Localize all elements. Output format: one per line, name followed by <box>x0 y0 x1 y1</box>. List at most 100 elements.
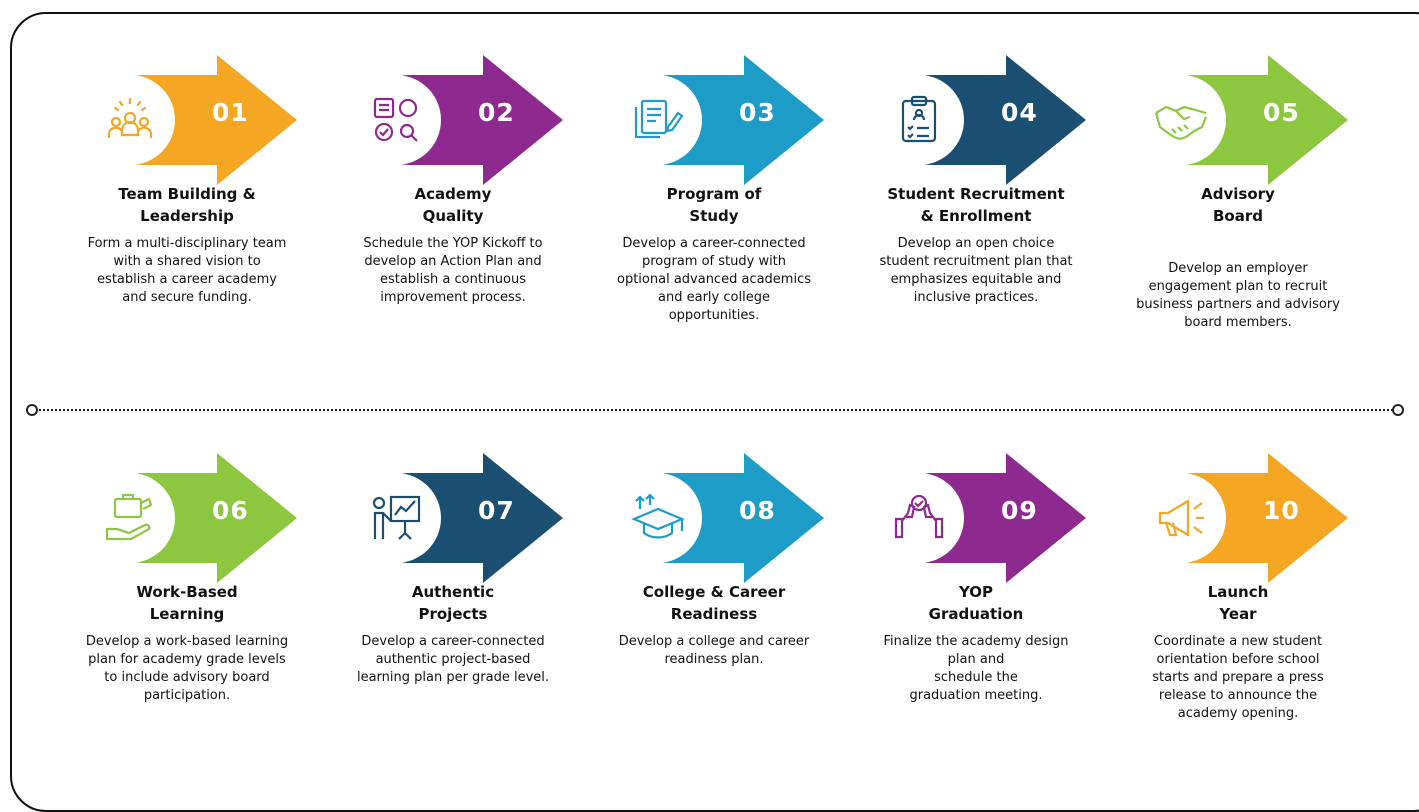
step-icon-circle <box>612 75 702 165</box>
step-title-line: Projects <box>418 605 488 623</box>
step-description: Schedule the YOP Kickoff to develop an Ac… <box>343 235 563 307</box>
step-description-line: authentic project-based <box>375 652 531 667</box>
step-description-line: Coordinate a new student <box>1153 634 1323 649</box>
step-title-line: Readiness <box>670 605 758 623</box>
step-description-line: Develop a career-connected <box>622 236 806 251</box>
step-description-line: Form a multi-disciplinary team <box>87 236 287 251</box>
step-description-line: opportunities. <box>668 308 760 323</box>
step-description-line: participation. <box>143 688 231 703</box>
step-description-line: starts and prepare a press <box>1152 670 1324 685</box>
step-title-line: Board <box>1213 207 1263 225</box>
step-number: 03 <box>739 98 776 127</box>
step-description: Develop a career-connected authentic proj… <box>343 633 563 687</box>
step-icon-circle <box>351 75 441 165</box>
step-title-line: Advisory <box>1201 185 1275 203</box>
step-description-line: graduation meeting. <box>909 688 1043 703</box>
step-icon-circle <box>1136 473 1226 563</box>
step-description-line: Finalize the academy design <box>883 634 1069 649</box>
step-description: Finalize the academy design plan and sched… <box>866 633 1086 705</box>
step-title-line: Work-Based <box>136 583 238 601</box>
step-description-line: and secure funding. <box>122 290 252 305</box>
timeline-divider <box>30 409 1401 411</box>
step-number: 09 <box>1001 496 1038 525</box>
step-description: Develop an employer engagement plan to re… <box>1128 260 1348 332</box>
steps-container: 01 Team Building & Leadership Form a mult… <box>77 55 1348 723</box>
step-number: 08 <box>739 496 776 525</box>
graduation-cap-icon <box>631 493 685 539</box>
step-icon-circle <box>85 473 175 563</box>
step-description: Develop a career-connected program of stu… <box>604 235 824 325</box>
step-description: Develop a work-based learning plan for ac… <box>77 633 297 705</box>
step-description-line: release to announce the <box>1158 688 1318 703</box>
step-title-line: YOP <box>958 583 994 601</box>
clipboard-icon <box>901 95 937 143</box>
step-description-line: Develop a work-based learning <box>85 634 289 649</box>
step-number: 01 <box>212 98 249 127</box>
step-icon-circle <box>612 473 702 563</box>
step-description-line: Develop a college and career <box>618 634 810 649</box>
thumbs-up-icon <box>894 494 944 539</box>
step-description-line: engagement plan to recruit <box>1148 279 1328 294</box>
step-number: 05 <box>1263 98 1300 127</box>
step-title-line: Quality <box>422 207 484 225</box>
step-description-line: Develop an open choice <box>897 236 1055 251</box>
step-icon-circle <box>351 473 441 563</box>
step-title-line: Leadership <box>140 207 234 225</box>
step-description-line: establish a career academy <box>97 272 277 287</box>
step-description: Develop a college and career readiness pl… <box>604 633 824 669</box>
step-number: 06 <box>212 496 249 525</box>
step-description-line: plan for academy grade levels <box>88 652 286 667</box>
step-number: 02 <box>478 98 515 127</box>
step-number: 10 <box>1263 496 1300 525</box>
step-description-line: emphasizes equitable and <box>890 272 1062 287</box>
timeline-start-dot <box>26 404 38 416</box>
step-description-line: business partners and advisory <box>1136 297 1340 312</box>
step-description-line: develop an Action Plan and <box>364 254 542 269</box>
step-title: Team Building & Leadership <box>77 183 297 227</box>
step-description-line: schedule the <box>934 670 1018 685</box>
step-icon-circle <box>874 473 964 563</box>
step-title-line: Launch <box>1207 583 1269 601</box>
step-title-line: Program of <box>666 185 762 203</box>
step-title-line: Academy <box>414 185 492 203</box>
step-description-line: Develop a career-connected <box>361 634 545 649</box>
step-description-line: academy opening. <box>1177 706 1299 721</box>
step-title-line: Graduation <box>928 605 1024 623</box>
step-description-line: with a shared vision to <box>113 254 261 269</box>
step-description-line: improvement process. <box>380 290 526 305</box>
step-description-line: program of study with <box>641 254 787 269</box>
megaphone-icon <box>1158 499 1204 537</box>
step-description-line: to include advisory board <box>104 670 270 685</box>
step-icon-circle <box>85 75 175 165</box>
step-description-line: inclusive practices. <box>913 290 1039 305</box>
step-number: 04 <box>1001 98 1038 127</box>
step-description-line: readiness plan. <box>664 652 764 667</box>
step-description: Form a multi-disciplinary team with a sha… <box>77 235 297 307</box>
step-number: 07 <box>478 496 515 525</box>
step-description-line: optional advanced academics <box>617 272 811 287</box>
handshake-icon <box>1154 105 1208 141</box>
step-description-line: learning plan per grade level. <box>356 670 550 685</box>
step-title-line: Team Building & <box>118 185 256 203</box>
step-description-line: board members. <box>1184 315 1292 330</box>
quality-icon <box>373 97 418 142</box>
briefcase-hand-icon <box>105 493 153 541</box>
step-title: YOP Graduation <box>866 581 1086 625</box>
presentation-icon <box>372 495 421 540</box>
step-title: Student Recruitment& Enrollment <box>866 183 1086 227</box>
step-description-line: plan and <box>947 652 1005 667</box>
step-description-line: and early college <box>658 290 770 305</box>
step-description-line: Schedule the YOP Kickoff to <box>363 236 543 251</box>
step-description-line: Develop an employer <box>1168 261 1308 276</box>
timeline-end-dot <box>1392 404 1404 416</box>
documents-icon <box>634 99 684 139</box>
